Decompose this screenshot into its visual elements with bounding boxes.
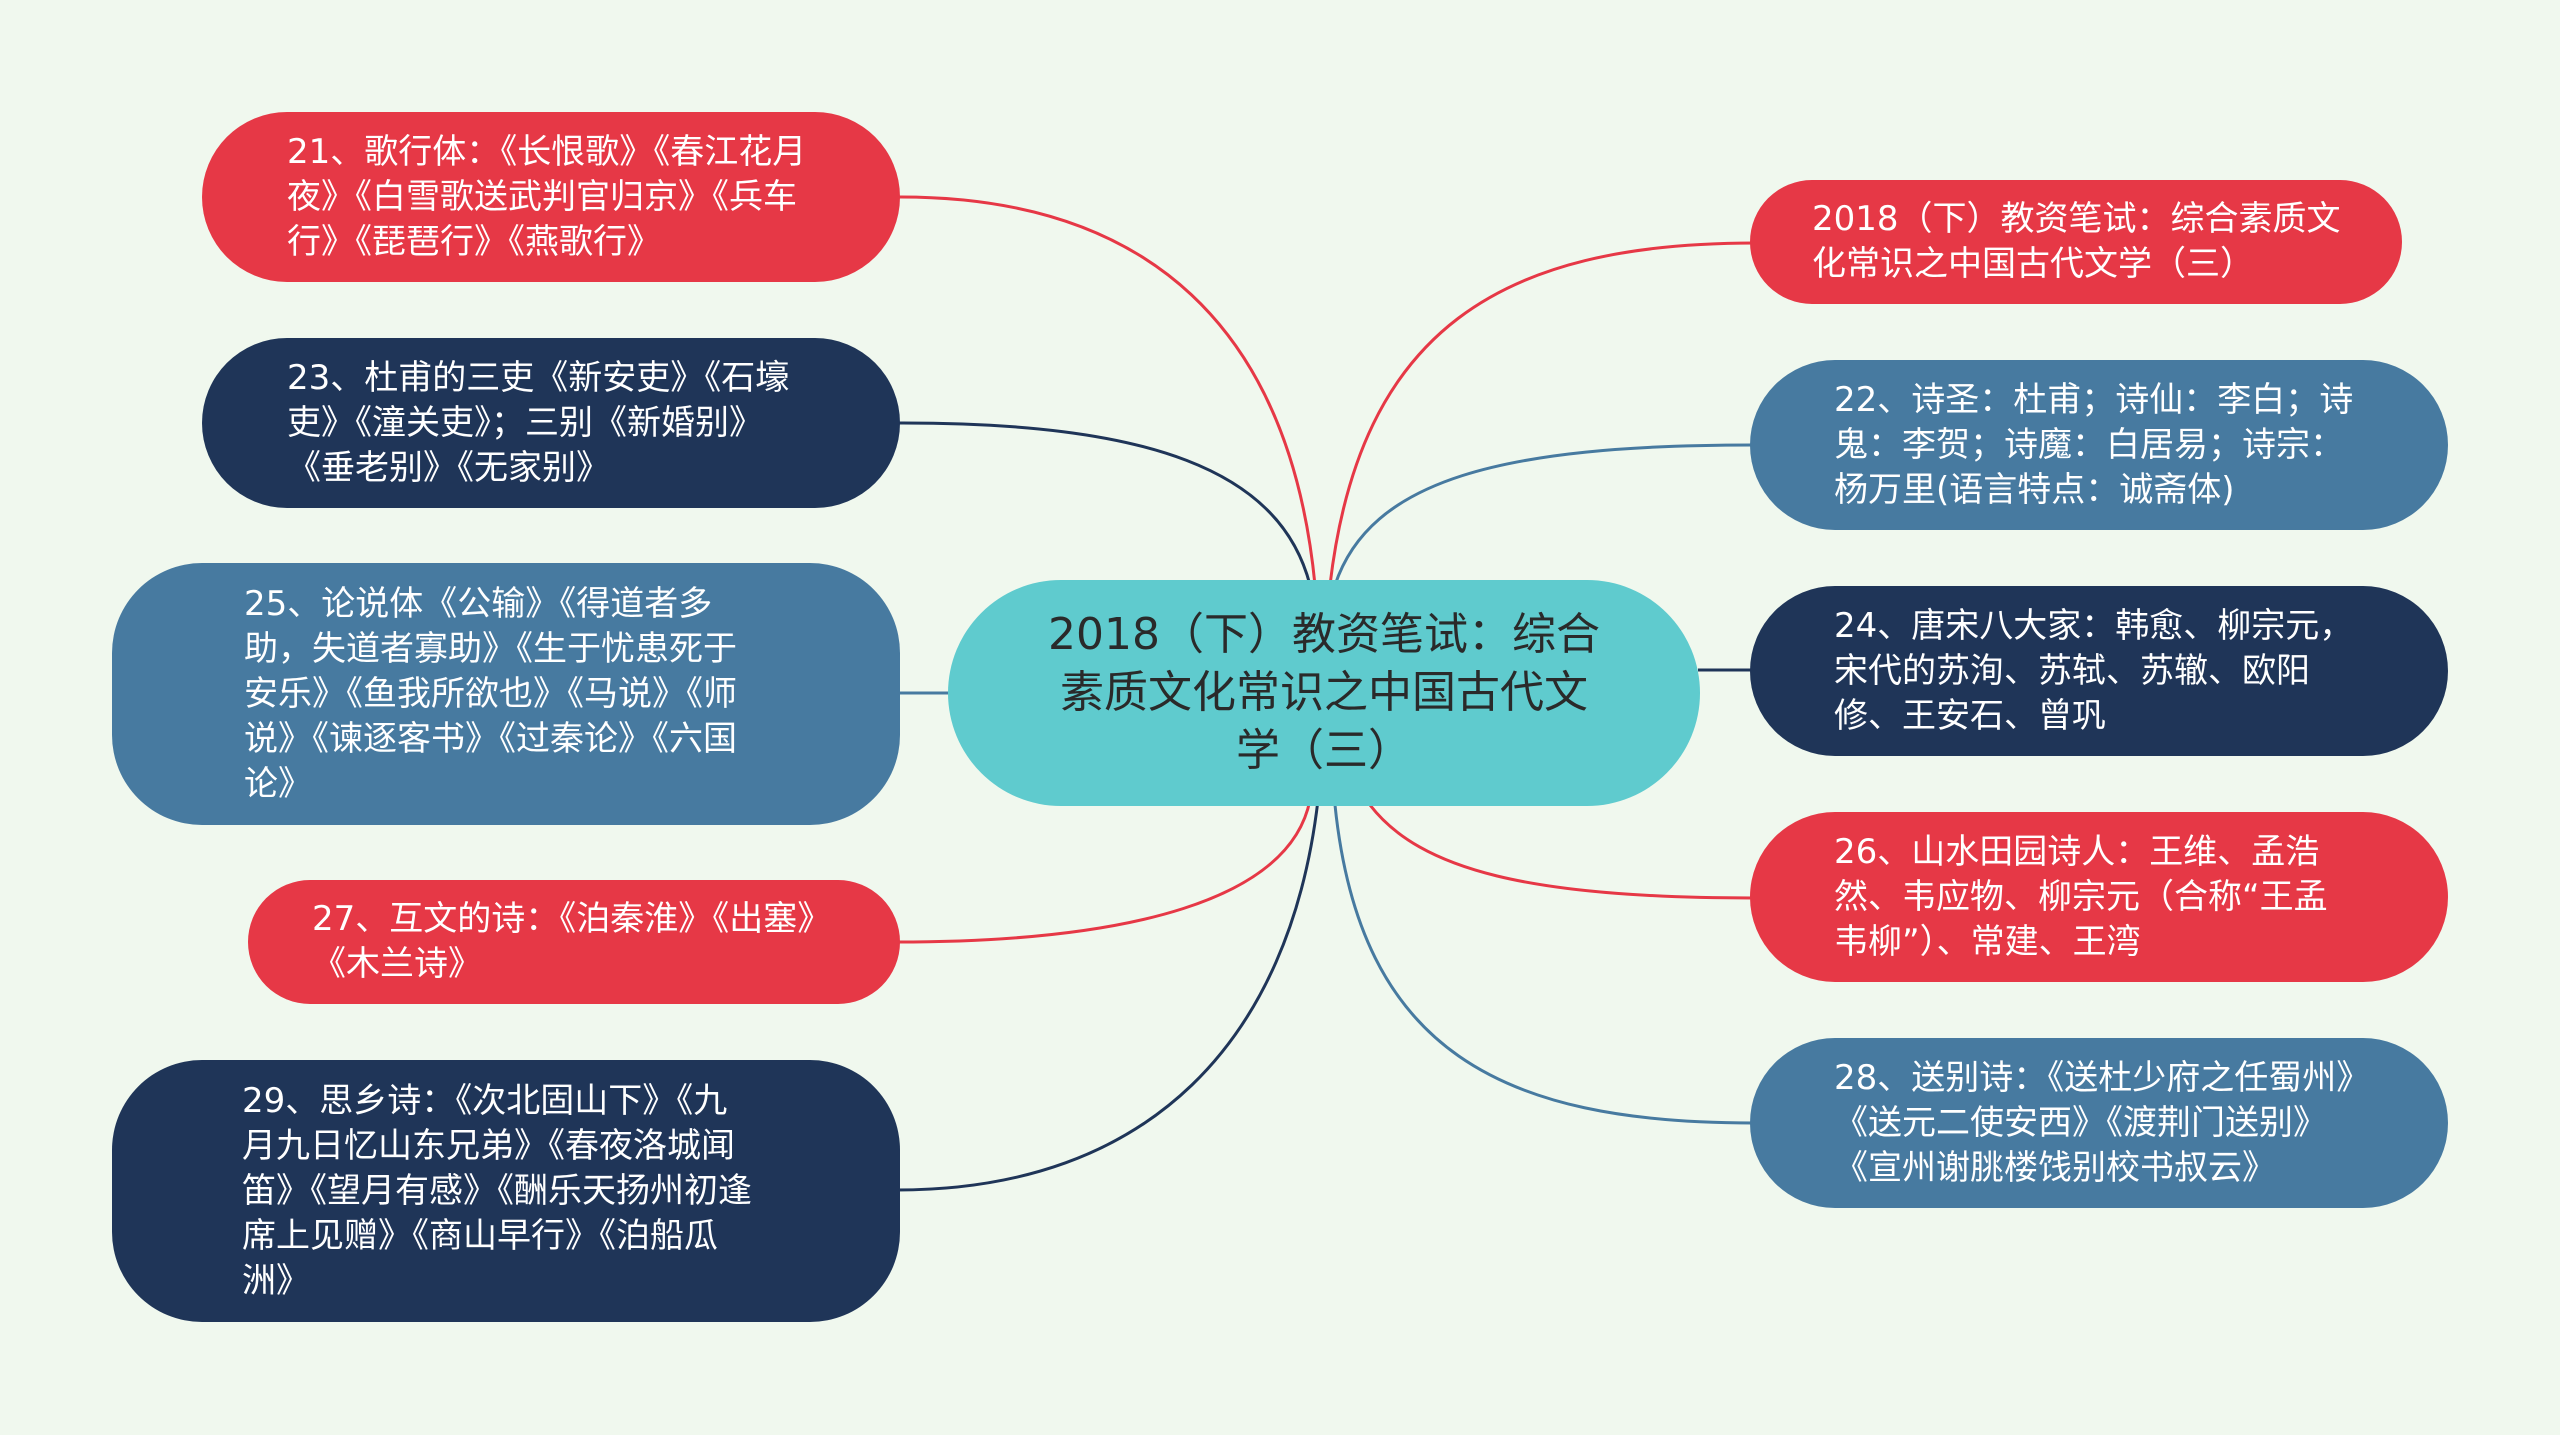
topic-label-21: 21、歌行体：《长恨歌》《春江花月夜》《白雪歌送武判官归京》《兵车行》《琵琶行》… <box>287 131 807 262</box>
link-center-n29 <box>896 799 1320 1192</box>
topic-node-23[interactable]: 23、杜甫的三吏《新安吏》《石壕吏》《潼关吏》；三别《新婚别》《垂老别》《无家别… <box>202 338 900 508</box>
topic-node-27[interactable]: 27、互文的诗：《泊秦淮》《出塞》《木兰诗》 <box>248 880 900 1004</box>
link-center-n22 <box>1333 443 1754 586</box>
link-center-n28 <box>1333 804 1754 1125</box>
topic-label-28: 28、送别诗：《送杜少府之任蜀州》《送元二使安西》《渡荆门送别》《宣州谢朓楼饯别… <box>1834 1057 2354 1188</box>
topic-node-29[interactable]: 29、思乡诗：《次北固山下》《九月九日忆山东兄弟》《春夜洛城闻笛》《望月有感》《… <box>112 1060 900 1322</box>
link-center-n23 <box>894 421 1312 586</box>
topic-label-25: 25、论说体《公输》《得道者多助，失道者寡助》《生于忧患死于安乐》《鱼我所欲也》… <box>244 583 737 804</box>
topic-label-24: 24、唐宋八大家：韩愈、柳宗元，宋代的苏洵、苏轼、苏辙、欧阳修、王安石、曾巩 <box>1834 605 2354 736</box>
center-topic-label: 2018（下）教资笔试：综合素质文化常识之中国古代文学（三） <box>1048 609 1600 776</box>
topic-node-24[interactable]: 24、唐宋八大家：韩愈、柳宗元，宋代的苏洵、苏轼、苏辙、欧阳修、王安石、曾巩 <box>1750 586 2448 756</box>
topic-label-27: 27、互文的诗：《泊秦淮》《出塞》《木兰诗》 <box>312 899 815 984</box>
center-topic[interactable]: 2018（下）教资笔试：综合素质文化常识之中国古代文学（三） <box>948 580 1700 806</box>
topic-node-22[interactable]: 22、诗圣：杜甫；诗仙：李白；诗鬼：李贺；诗魔：白居易；诗宗：杨万里(语言特点：… <box>1750 360 2448 530</box>
topic-label-22: 22、诗圣：杜甫；诗仙：李白；诗鬼：李贺；诗魔：白居易；诗宗：杨万里(语言特点：… <box>1834 379 2354 510</box>
topic-label-title: 2018（下）教资笔试：综合素质文化常识之中国古代文学（三） <box>1812 199 2341 284</box>
topic-label-26: 26、山水田园诗人：王维、孟浩然、韦应物、柳宗元（合称“王孟韦柳”）、常建、王湾 <box>1834 831 2328 962</box>
topic-label-29: 29、思乡诗：《次北固山下》《九月九日忆山东兄弟》《春夜洛城闻笛》《望月有感》《… <box>242 1080 752 1301</box>
topic-node-26[interactable]: 26、山水田园诗人：王维、孟浩然、韦应物、柳宗元（合称“王孟韦柳”）、常建、王湾 <box>1750 812 2448 982</box>
topic-node-title[interactable]: 2018（下）教资笔试：综合素质文化常识之中国古代文学（三） <box>1750 180 2402 304</box>
link-center-n26 <box>1368 804 1754 900</box>
topic-node-21[interactable]: 21、歌行体：《长恨歌》《春江花月夜》《白雪歌送武判官归京》《兵车行》《琵琶行》… <box>202 112 900 282</box>
link-center-n21 <box>894 195 1317 586</box>
link-center-n27 <box>896 799 1312 944</box>
topic-node-25[interactable]: 25、论说体《公输》《得道者多助，失道者寡助》《生于忧患死于安乐》《鱼我所欲也》… <box>112 563 900 825</box>
topic-node-28[interactable]: 28、送别诗：《送杜少府之任蜀州》《送元二使安西》《渡荆门送别》《宣州谢朓楼饯别… <box>1750 1038 2448 1208</box>
link-center-nTitle <box>1328 241 1756 586</box>
topic-label-23: 23、杜甫的三吏《新安吏》《石壕吏》《潼关吏》；三别《新婚别》《垂老别》《无家别… <box>287 357 790 488</box>
